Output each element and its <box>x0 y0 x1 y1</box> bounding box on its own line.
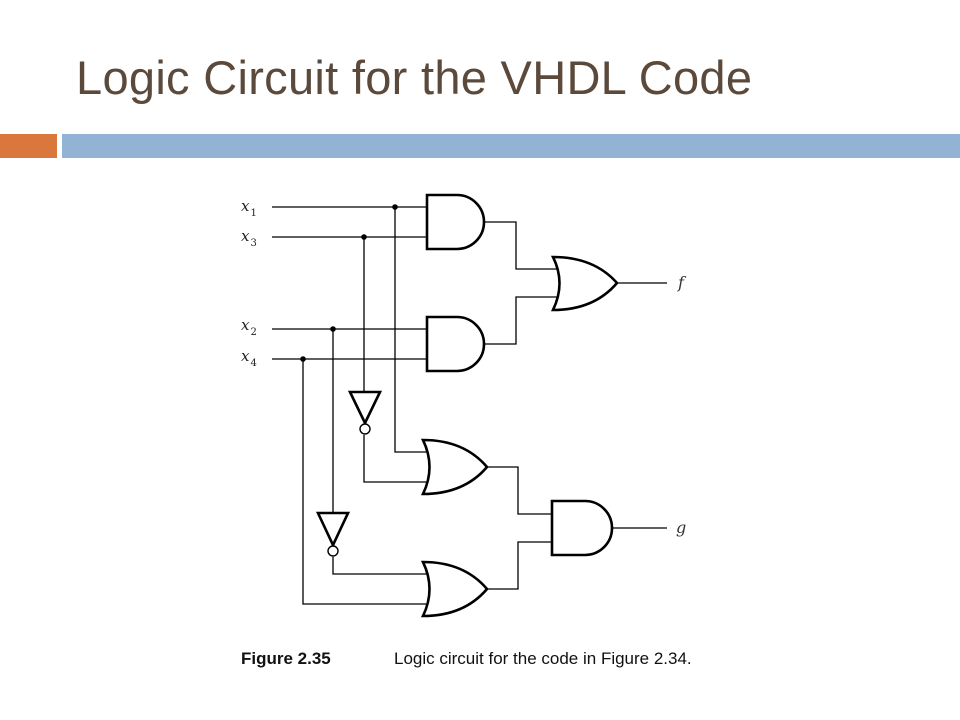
circuit-wires <box>272 206 667 605</box>
and-gate-g <box>550 499 614 557</box>
wire-x4-tap <box>302 359 427 605</box>
not-gate-x3 <box>347 390 383 435</box>
svg-text:x3: x3 <box>241 227 257 249</box>
or-gate-1 <box>420 438 489 496</box>
and-gate-1 <box>425 193 486 251</box>
junction-dot <box>300 356 306 362</box>
wire-x1-tap <box>394 207 427 453</box>
wire-not-x3 <box>363 435 427 483</box>
or-gate-f <box>550 255 619 312</box>
svg-text:x2: x2 <box>241 316 257 338</box>
figure-caption-text: Logic circuit for the code in Figure 2.3… <box>394 649 692 668</box>
junction-dot <box>361 234 367 240</box>
output-label-f: f <box>677 273 687 292</box>
wire-and2-out <box>485 296 558 345</box>
junction-dot <box>330 326 336 332</box>
output-label-g: g <box>676 518 686 537</box>
input-label-x1: x1 <box>241 197 257 219</box>
input-label-x3: x3 <box>241 227 257 249</box>
input-label-x4: x4 <box>241 347 257 369</box>
wire-not-x2 <box>332 557 427 575</box>
slide-title: Logic Circuit for the VHDL Code <box>76 51 753 104</box>
junction-dot <box>392 204 398 210</box>
wire-or2-out <box>487 541 552 590</box>
and-gate-2 <box>425 315 486 373</box>
or-gate-2 <box>420 560 489 618</box>
svg-text:x1: x1 <box>241 197 257 219</box>
title-accent-bar-blue <box>62 134 960 158</box>
title-accent-bar-orange <box>0 134 57 158</box>
not-gate-x2 <box>315 511 351 557</box>
input-label-x2: x2 <box>241 316 257 338</box>
svg-text:x4: x4 <box>241 347 257 369</box>
wire-or1-out <box>487 466 552 515</box>
figure-caption-label: Figure 2.35 <box>241 649 331 668</box>
wire-and1-out <box>485 221 558 270</box>
